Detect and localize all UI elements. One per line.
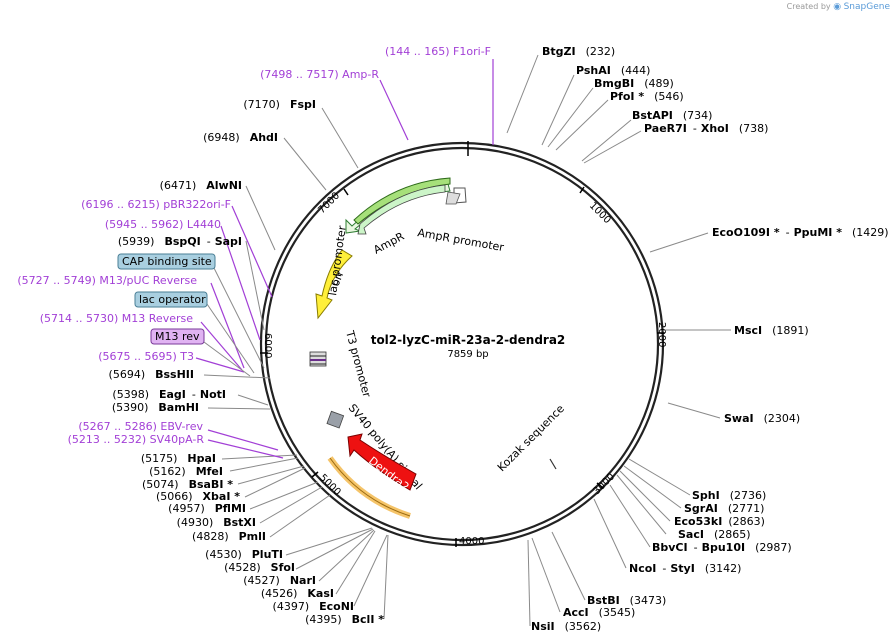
enzyme-econi[interactable]: (4397)EcoNI bbox=[273, 600, 354, 613]
enzyme-btgzi[interactable]: BtgZI(232) bbox=[542, 45, 615, 58]
kozak-label: Kozak sequence bbox=[495, 402, 567, 474]
enzyme-leaders-left bbox=[203, 107, 389, 620]
primer-leaders bbox=[195, 59, 494, 459]
orange-feature-line bbox=[329, 457, 411, 517]
enzyme-pfoi[interactable]: PfoI *(546) bbox=[610, 90, 684, 103]
enzyme-swai[interactable]: SwaI(2304) bbox=[724, 412, 800, 425]
m13-rev-box[interactable] bbox=[150, 328, 205, 345]
backbone-inner bbox=[264, 146, 660, 542]
enzyme-bspqi-sapi[interactable]: (5939)BspQI-SapI bbox=[118, 235, 242, 248]
box-leaders bbox=[203, 267, 265, 377]
tick-6000: 6000 bbox=[262, 333, 273, 358]
enzyme-saci[interactable]: SacI(2865) bbox=[678, 528, 751, 541]
enzyme-acci[interactable]: AccI(3545) bbox=[563, 606, 635, 619]
primer-sv40pa-r[interactable]: (5213 .. 5232) SV40pA-R bbox=[68, 433, 205, 446]
primer-f1ori-f[interactable]: (144 .. 165) F1ori-F bbox=[385, 45, 491, 58]
enzyme-eagi-noti[interactable]: (5398)EagI-NotI bbox=[112, 388, 226, 401]
enzyme-bamhi[interactable]: (5390)BamHI bbox=[112, 401, 199, 414]
ori-label: ori bbox=[329, 270, 346, 288]
enzyme-eco53ki[interactable]: Eco53kI(2863) bbox=[674, 515, 765, 528]
tick-marks bbox=[260, 141, 665, 547]
credit-brand: SnapGene bbox=[843, 2, 890, 12]
enzyme-sphi[interactable]: SphI(2736) bbox=[692, 489, 766, 502]
lac-operator-label: lac operator bbox=[139, 293, 206, 306]
enzyme-msci[interactable]: MscI(1891) bbox=[734, 324, 809, 337]
backbone-outer bbox=[259, 141, 665, 547]
enzyme-sfoi[interactable]: (4528)SfoI bbox=[224, 561, 295, 574]
snapgene-credit: Created by ◉ SnapGene bbox=[787, 2, 890, 12]
primer-m13-reverse[interactable]: (5714 .. 5730) M13 Reverse bbox=[40, 312, 193, 325]
enzyme-bbvci-bpu10i[interactable]: BbvCI-Bpu10I(2987) bbox=[652, 541, 792, 554]
enzyme-ncoi-styi[interactable]: NcoI-StyI(3142) bbox=[629, 562, 741, 575]
dendra2-arrow bbox=[347, 433, 417, 491]
enzyme-mfei[interactable]: (5162)MfeI bbox=[149, 465, 223, 478]
enzyme-hpai[interactable]: (5175)HpaI bbox=[141, 452, 216, 465]
cap-binding-site-box[interactable] bbox=[117, 253, 216, 270]
enzyme-alwni[interactable]: (6471)AlwNI bbox=[160, 179, 242, 192]
tick-2000: 2000 bbox=[656, 322, 667, 347]
ampr-arrow bbox=[357, 184, 446, 235]
enzyme-nari[interactable]: (4527)NarI bbox=[243, 574, 316, 587]
lac-operator-box[interactable] bbox=[134, 291, 208, 308]
enzyme-pmli[interactable]: (4828)PmlI bbox=[192, 530, 266, 543]
kozak-mark bbox=[549, 458, 557, 470]
enzyme-sgrai[interactable]: SgrAI(2771) bbox=[684, 502, 764, 515]
enzyme-xbai[interactable]: (5066)XbaI * bbox=[156, 490, 240, 503]
plasmid-name: tol2-lyzC-miR-23a-2-dendra2 bbox=[371, 333, 566, 347]
enzyme-fspi[interactable]: (7170)FspI bbox=[243, 98, 316, 111]
enzyme-nsii[interactable]: NsiI(3562) bbox=[531, 620, 601, 633]
ampr-promoter-label: AmpR promoter bbox=[416, 226, 505, 254]
enzyme-bstapi[interactable]: BstAPI(734) bbox=[632, 109, 712, 122]
enzyme-kasi[interactable]: (4526)KasI bbox=[261, 587, 334, 600]
primer-m13-puc-reverse[interactable]: (5727 .. 5749) M13/pUC Reverse bbox=[17, 274, 197, 287]
enzyme-bstbi[interactable]: BstBI(3473) bbox=[587, 594, 666, 607]
tick-4000: 4000 bbox=[459, 536, 484, 547]
enzyme-bcli[interactable]: (4395)BclI * bbox=[305, 613, 384, 626]
enzyme-pshai[interactable]: PshAI(444) bbox=[576, 64, 650, 77]
ori-arrow bbox=[315, 249, 353, 320]
tick-1000: 1000 bbox=[587, 200, 613, 226]
enzyme-bmgbi[interactable]: BmgBI(489) bbox=[594, 77, 674, 90]
enzyme-paer7i-xhoi[interactable]: PaeR7I-XhoI(738) bbox=[644, 122, 768, 135]
enzyme-ahdi[interactable]: (6948)AhdI bbox=[203, 131, 278, 144]
enzyme-eco0109i-ppumi[interactable]: EcoO109I *-PpuMI *(1429) bbox=[712, 226, 889, 239]
sv40-box bbox=[326, 410, 345, 429]
enzyme-pluti[interactable]: (4530)PluTI bbox=[205, 548, 283, 561]
enzyme-pflmi[interactable]: (4957)PflMI bbox=[168, 502, 246, 515]
cap-binding-site-label: CAP binding site bbox=[122, 255, 212, 268]
t3-promoter-label: T3 promoter bbox=[343, 328, 374, 399]
ampr-label: AmpR bbox=[371, 230, 406, 257]
tick-7000: 7000 bbox=[316, 190, 342, 216]
primer-amp-r[interactable]: (7498 .. 7517) Amp-R bbox=[260, 68, 379, 81]
primer-l4440[interactable]: (5945 .. 5962) L4440 bbox=[105, 218, 221, 231]
enzyme-bstxi[interactable]: (4930)BstXI bbox=[177, 516, 256, 529]
plasmid-length: 7859 bp bbox=[447, 349, 488, 360]
credit-text: Created by bbox=[786, 2, 831, 11]
m13-rev-label: M13 rev bbox=[155, 330, 200, 343]
lac-promoter-glyph bbox=[309, 351, 327, 367]
snapgene-logo: ◉ bbox=[833, 2, 842, 12]
primer-t3[interactable]: (5675 .. 5695) T3 bbox=[98, 350, 194, 363]
primer-pbr322ori-f[interactable]: (6196 .. 6215) pBR322ori-F bbox=[81, 198, 231, 211]
enzyme-leaders-right bbox=[506, 54, 731, 627]
enzyme-bsabi[interactable]: (5074)BsaBI * bbox=[142, 478, 233, 491]
enzyme-bsshii[interactable]: (5694)BssHII bbox=[109, 368, 194, 381]
primer-ebv-rev[interactable]: (5267 .. 5286) EBV-rev bbox=[78, 420, 203, 433]
ampr-promoter-arrow bbox=[445, 191, 461, 205]
